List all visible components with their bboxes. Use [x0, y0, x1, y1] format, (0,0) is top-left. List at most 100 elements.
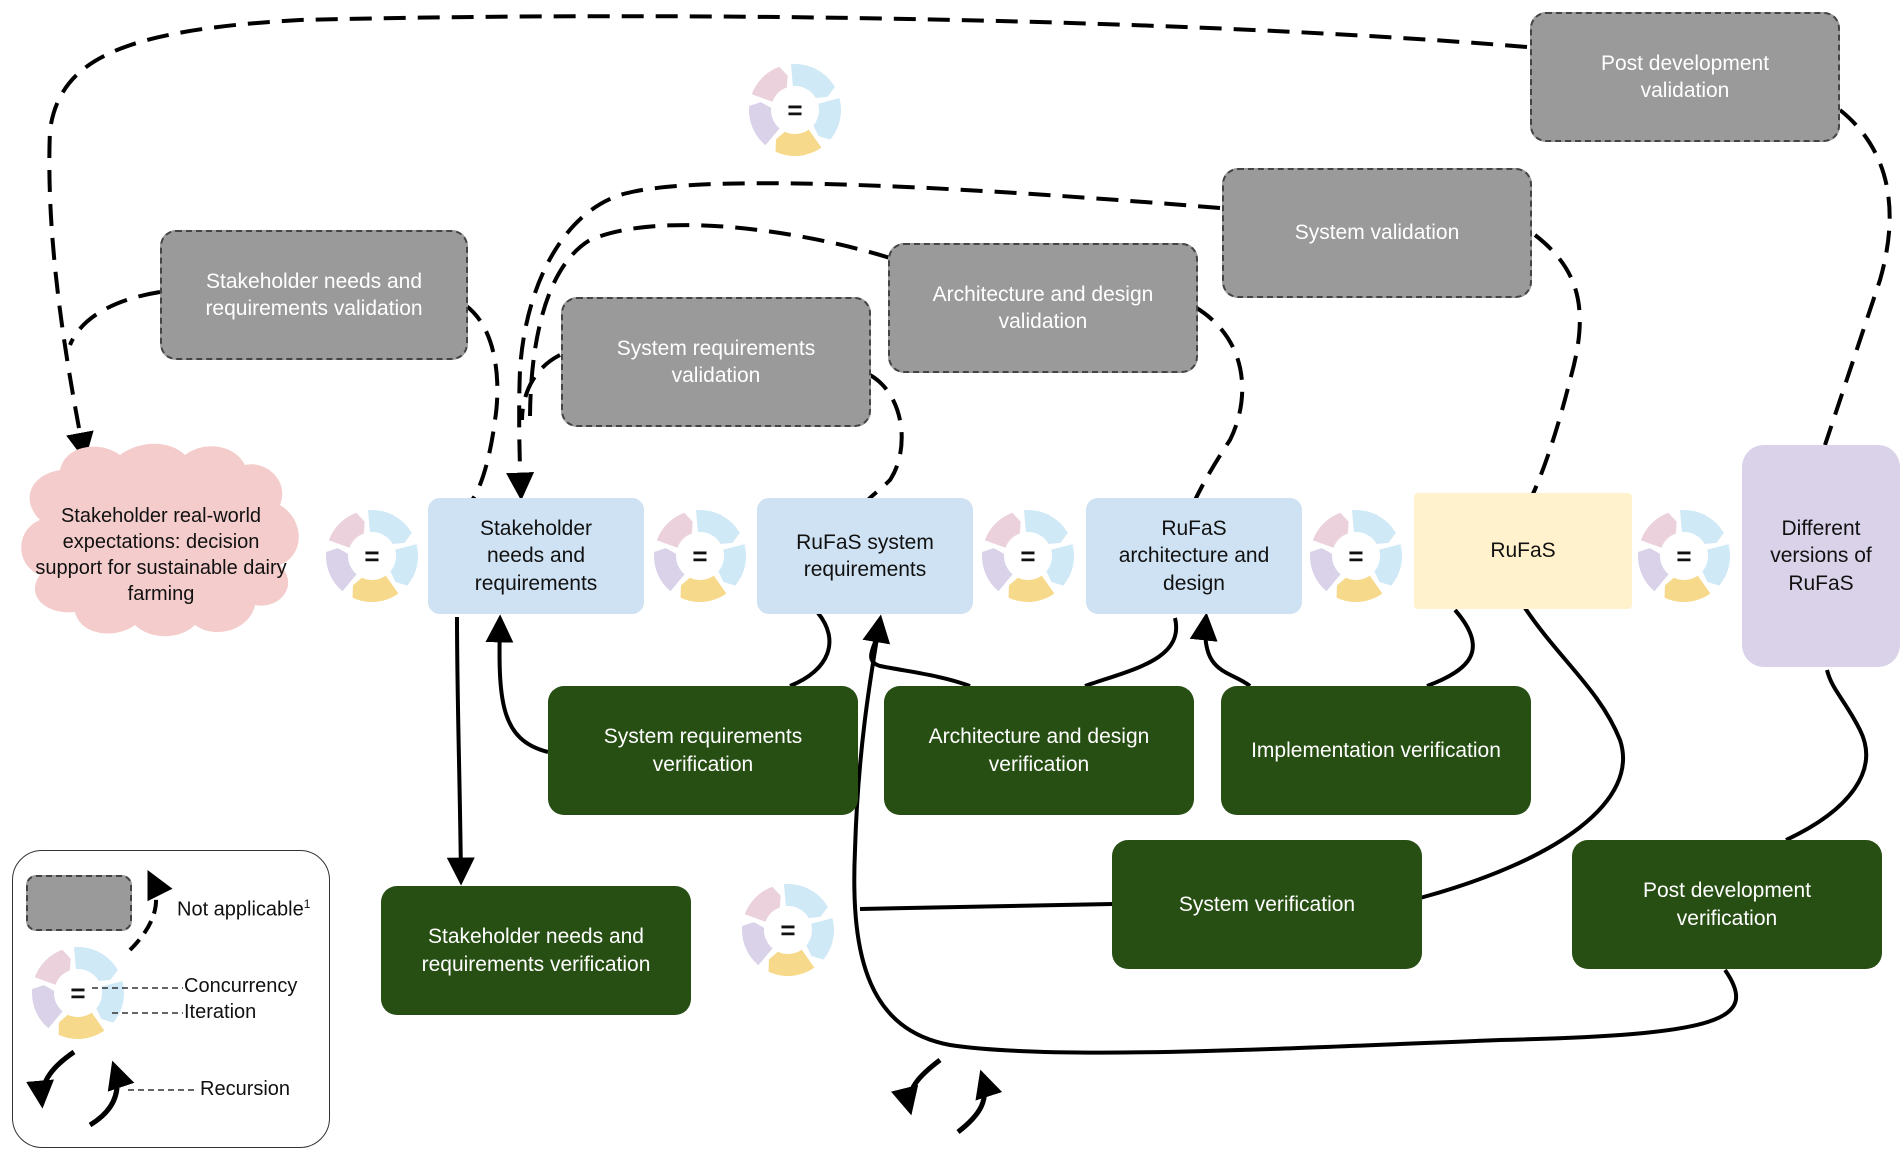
- connector-stakeholder-validation-right: [463, 303, 500, 502]
- legend-dashed-arrow: [128, 869, 173, 952]
- cycle-segment: [982, 548, 1013, 592]
- concurrency-iteration-icon: =: [1309, 510, 1403, 602]
- connector-architecture-validation-right: [1193, 305, 1245, 501]
- cycle-segment: [813, 98, 842, 140]
- connector-impl-verification-left: [1189, 612, 1252, 688]
- concurrency-iteration-icon: =: [654, 510, 747, 602]
- cycle-equals-symbol: =: [692, 541, 707, 571]
- cycle-equals-symbol: =: [1676, 541, 1691, 571]
- cycle-segment: [1023, 510, 1068, 544]
- cycle-segment: [749, 102, 780, 146]
- cycle-segment: [96, 981, 125, 1023]
- legend-not-applicable-swatch: [26, 875, 132, 931]
- cycle-segment: [775, 129, 822, 156]
- system-requirements-box: RuFaS system requirements: [757, 498, 973, 614]
- cycle-segment: [1351, 510, 1396, 544]
- connector-post-dev-validation-to-stakeholder: [47, 14, 1528, 461]
- connector-arch-verification-left: [869, 624, 971, 688]
- stakeholder-expectations-cloud-label: Stakeholder real-world expectations: dec…: [35, 505, 287, 605]
- recursion-symbol-legend: [26, 1049, 135, 1128]
- cycle-segment: [806, 918, 834, 960]
- legend-frame: [12, 850, 330, 1148]
- cycle-segment: [58, 1012, 105, 1039]
- stakeholder-needs-box: Stakeholder needs and requirements: [428, 498, 644, 614]
- connector-post-dev-verification-to-versions: [1785, 669, 1869, 842]
- cycle-segment: [742, 922, 773, 966]
- connector-sysreq-validation-left: [520, 353, 561, 421]
- connector-stakeholder-validation-left: [68, 290, 161, 346]
- cycle-segment: [328, 512, 365, 548]
- legend-footnote-mark: 1: [303, 897, 311, 911]
- connector-sysreq-verification-to-sysreq: [789, 611, 832, 688]
- cycle-equals-symbol: =: [787, 95, 802, 125]
- legend-not-applicable-text: Not applicable: [177, 898, 304, 921]
- legend-leaders: [92, 987, 198, 1091]
- system-requirements-validation-box: System requirements validation: [561, 297, 871, 427]
- connector-post-dev-verification-to-sysreq: [852, 614, 1739, 1055]
- cycle-segment: [718, 544, 747, 586]
- recursion-symbol-bottom: [891, 1058, 1003, 1134]
- cycle-segment: [1640, 512, 1677, 548]
- system-verification-box: System verification: [1112, 840, 1422, 969]
- cycle-equals-symbol: =: [1348, 541, 1363, 571]
- cycle-segment: [984, 512, 1021, 548]
- cycle-segment: [1008, 575, 1055, 602]
- cycle-segment: [656, 512, 693, 548]
- connector-needs-to-stakeholder-verification: [446, 616, 475, 886]
- cycle-segment: [783, 884, 828, 918]
- cycle-segment: [768, 949, 815, 976]
- validation-connectors: [47, 14, 1892, 504]
- legend-recursion-label: Recursion: [200, 1078, 291, 1100]
- concurrency-iteration-icon: =: [326, 510, 418, 602]
- connector-system-validation-right: [1528, 233, 1582, 501]
- connector-architecture-validation-left: [528, 223, 891, 421]
- cycle-segment: [326, 548, 357, 592]
- stakeholder-needs-verification-box: Stakeholder needs and requirements verif…: [381, 886, 691, 1015]
- cycle-segment: [744, 886, 781, 922]
- connector-system-validation-left: [506, 181, 1221, 501]
- concurrency-iteration-icon: =: [982, 510, 1075, 602]
- cycle-segment: [1336, 575, 1383, 602]
- cycle-segment: [34, 949, 71, 985]
- connector-arch-verification-right: [1084, 617, 1179, 688]
- cycle-segment: [680, 575, 727, 602]
- cycle-segment: [790, 64, 835, 98]
- connector-impl-verification-right: [1426, 608, 1475, 688]
- stakeholder-needs-validation-box: Stakeholder needs and requirements valid…: [160, 230, 468, 360]
- legend-not-applicable-label: Not applicable1: [177, 897, 310, 922]
- stakeholder-cloud: [21, 443, 299, 637]
- post-development-validation-box: Post development validation: [1530, 12, 1840, 142]
- cycle-segment: [367, 510, 412, 544]
- cycle-segment: [1312, 512, 1349, 548]
- cycle-segment: [32, 985, 63, 1029]
- connector-system-verification-to-rufas: [1419, 606, 1626, 900]
- system-requirements-verification-box: System requirements verification: [548, 686, 858, 815]
- cycle-segment: [1702, 544, 1730, 586]
- concurrency-iteration-icon: =: [749, 64, 842, 156]
- cycle-segment: [654, 548, 685, 592]
- concurrency-iteration-icon: =: [32, 947, 125, 1039]
- cycle-segment: [751, 66, 788, 102]
- cycle-segment: [1309, 548, 1341, 592]
- cycle-segment: [352, 575, 399, 602]
- cycle-segment: [73, 947, 118, 981]
- connector-system-verification-left: [859, 902, 1113, 911]
- cycle-segment: [390, 544, 418, 586]
- concurrency-iteration-icon: =: [742, 884, 834, 976]
- cycle-equals-symbol: =: [364, 541, 379, 571]
- cycle-segment: [1638, 548, 1669, 592]
- cycle-equals-symbol: =: [70, 978, 85, 1008]
- legend-iteration-label: Iteration: [184, 1001, 257, 1023]
- cycle-segment: [1664, 575, 1711, 602]
- cycle-segment: [1046, 544, 1075, 586]
- cycle-equals-symbol: =: [780, 915, 795, 945]
- cycle-segment: [695, 510, 740, 544]
- post-development-verification-box: Post development verification: [1572, 840, 1882, 969]
- legend-concurrency-label: Concurrency: [184, 975, 298, 997]
- cycle-segment: [1374, 544, 1403, 586]
- cycle-equals-symbol: =: [1020, 541, 1035, 571]
- connector-post-dev-validation-to-versions: [1823, 108, 1892, 446]
- architecture-design-validation-box: Architecture and design validation: [888, 243, 1198, 373]
- cycle-segment: [1679, 510, 1724, 544]
